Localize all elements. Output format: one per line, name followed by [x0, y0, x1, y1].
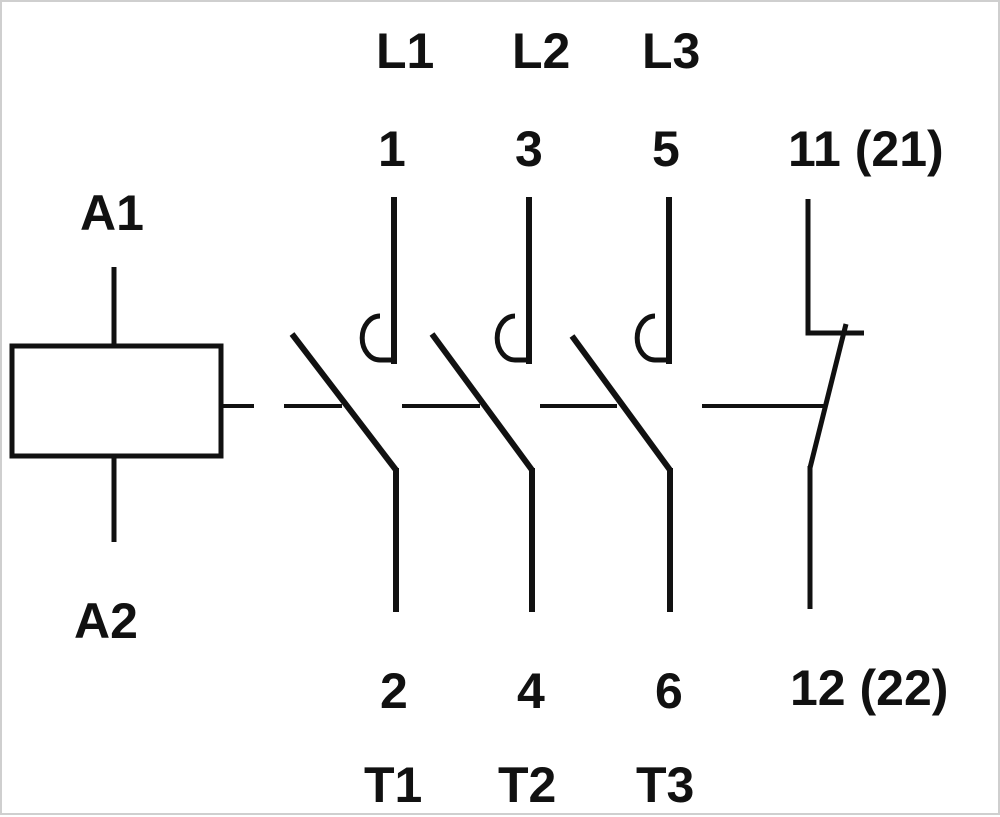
- load-3-label: T3: [636, 757, 694, 813]
- terminal-5-label: 5: [652, 121, 680, 177]
- line-2-label: L2: [512, 23, 570, 79]
- terminal-2-label: 2: [380, 663, 408, 719]
- coil-box: [9, 343, 224, 459]
- main-contact-2: [429, 197, 535, 612]
- aux-contact-blade: [807, 323, 849, 469]
- aux-top-label: 11 (21): [788, 121, 944, 177]
- terminal-1-label: 1: [378, 121, 406, 177]
- main-contact-3: [569, 197, 673, 612]
- contact-2-arc: [494, 313, 529, 363]
- aux-contact-upper-terminal: [805, 199, 864, 336]
- contact-2-blade: [429, 332, 535, 472]
- terminal-6-label: 6: [655, 663, 683, 719]
- coil-bottom-label: A2: [74, 593, 138, 649]
- aux-bottom-label: 12 (22): [790, 660, 948, 716]
- line-3-label: L3: [642, 23, 700, 79]
- terminal-3-label: 3: [515, 121, 543, 177]
- coil-symbol: [9, 267, 224, 542]
- auxiliary-contact: [805, 199, 864, 609]
- line-1-label: L1: [376, 23, 434, 79]
- load-2-label: T2: [498, 757, 556, 813]
- terminal-4-label: 4: [517, 663, 545, 719]
- contact-1-blade: [289, 332, 399, 472]
- load-1-label: T1: [364, 757, 422, 813]
- main-contact-1: [289, 197, 399, 612]
- coil-top-label: A1: [80, 185, 144, 241]
- contact-3-blade: [569, 334, 673, 472]
- contact-3-arc: [634, 313, 669, 363]
- contact-1-arc: [359, 313, 394, 363]
